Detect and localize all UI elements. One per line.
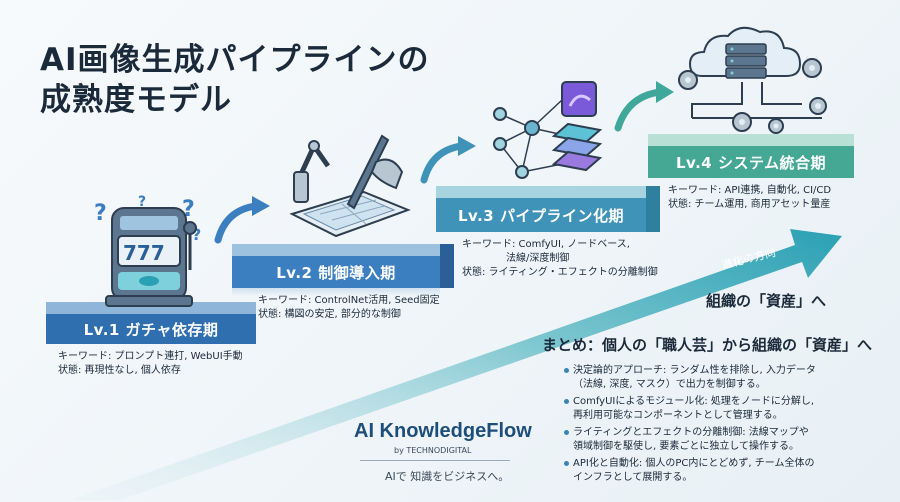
level-4-desc: キーワード: API連携, 自動化, CI/CD 状態: チーム運用, 商用アセ… [668, 184, 831, 212]
level-2-step: Lv.2 制御導入期 [232, 244, 454, 288]
level-3-desc: キーワード: ComfyUI, ノードベース, 法線/深度制御 状態: ライティ… [462, 238, 658, 280]
node-graph-icon [493, 81, 603, 179]
level-3-keywords: キーワード: ComfyUI, ノードベース, [462, 239, 630, 250]
level-1-step: Lv.1 ガチャ依存期 [46, 302, 256, 344]
slot-machine-icon: ? ? ? ? 777 [94, 194, 201, 307]
level-3-step: Lv.3 パイプライン化期 [436, 186, 660, 232]
level-3-label: Lv.3 パイプライン化期 [458, 206, 624, 225]
org-asset-label: 組織の「資産」へ [706, 292, 827, 310]
level-2-state: 状態: 構図の安定, 部分的な制御 [258, 309, 401, 320]
level-2-base [232, 288, 440, 296]
level-1-keywords: キーワード: プロンプト連打, WebUI手動 [58, 351, 243, 362]
step-arrow-3 [614, 81, 674, 132]
logo-divider [360, 460, 510, 461]
level-4-step: Lv.4 システム統合期 [648, 134, 854, 178]
level-2-keywords: キーワード: ControlNet活用, Seed固定 [258, 295, 440, 306]
svg-text:777: 777 [123, 241, 165, 265]
level-1-desc: キーワード: プロンプト連打, WebUI手動 状態: 再現性なし, 個人依存 [58, 350, 243, 378]
title-line2: 成熟度モデル [40, 82, 232, 118]
svg-text:?: ? [192, 225, 201, 244]
level-2-label: Lv.2 制御導入期 [276, 263, 396, 282]
brand-logo: AI KnowledgeFlow [354, 420, 532, 442]
step-arrow-2 [420, 136, 476, 184]
brand-tagline: AIで 知識をビジネスへ。 [385, 470, 510, 483]
robot-arm-tablet-icon [289, 134, 411, 238]
svg-text:?: ? [138, 194, 146, 210]
level-4-keywords: キーワード: API連携, 自動化, CI/CD [668, 185, 832, 196]
svg-text:?: ? [94, 201, 107, 226]
summary-item: ComfyUIによるモジュール化: 処理をノードに分解し,再利用可能なコンポーネ… [564, 395, 893, 423]
level-1-state: 状態: 再現性なし, 個人依存 [58, 365, 181, 376]
summary-item: API化と自動化: 個人のPC内にとどめず, チーム全体のインフラとして展開する… [564, 457, 893, 485]
level-4-state: 状態: チーム運用, 商用アセット量産 [668, 199, 831, 210]
brand-byline: by TECHNODIGITAL [394, 446, 472, 455]
title-line1: AI画像生成パイプラインの [40, 42, 430, 78]
summary-list: 決定論的アプローチ: ランダム性を排除し, 入力データ（法線, 深度, マスク）… [564, 364, 893, 488]
step-arrow-1 [214, 196, 270, 244]
level-2-desc: キーワード: ControlNet活用, Seed固定 状態: 構図の安定, 部… [258, 294, 440, 322]
page-title: AI画像生成パイプラインの 成熟度モデル [40, 40, 430, 120]
summary-item: 決定論的アプローチ: ランダム性を排除し, 入力データ（法線, 深度, マスク）… [564, 364, 893, 392]
level-3-state: 状態: ライティング・エフェクトの分離制御 [462, 267, 658, 278]
level-4-label: Lv.4 システム統合期 [675, 153, 827, 172]
cloud-server-icon [678, 26, 827, 134]
summary-title: まとめ：個人の「職人芸」から組織の「資産」へ [542, 336, 873, 354]
level-1-label: Lv.1 ガチャ依存期 [83, 320, 219, 339]
level-3-keywords2: 法線/深度制御 [506, 253, 570, 264]
summary-item: ライティングとエフェクトの分離制御: 法線マップや領域制御を駆使し, 要素ごとに… [564, 426, 893, 454]
